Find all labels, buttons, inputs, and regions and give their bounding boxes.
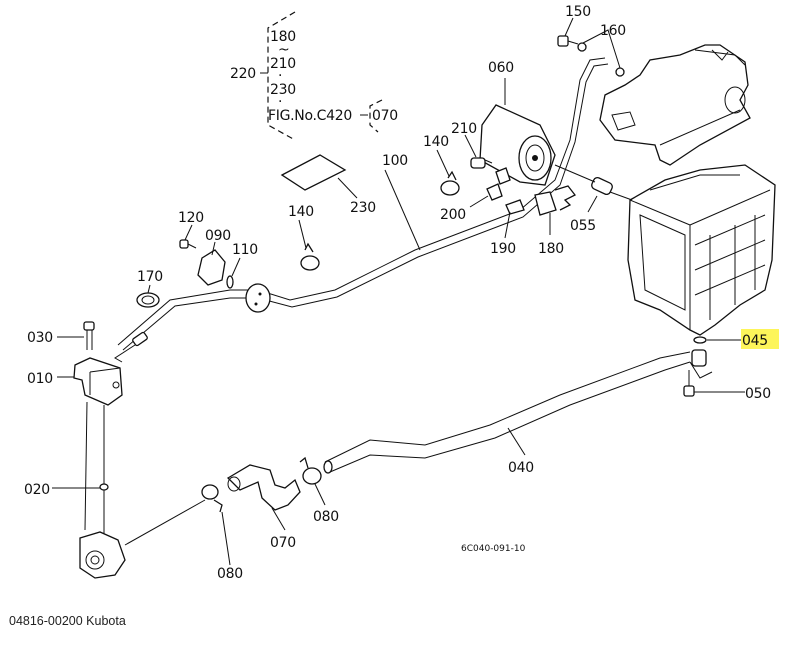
- part-150-bolt[interactable]: [557, 17, 579, 47]
- callout-210[interactable]: 210: [451, 121, 477, 137]
- part-190-sleeve[interactable]: [504, 199, 525, 239]
- kit-member-sep-2: ·: [278, 68, 282, 84]
- part-170-clamp[interactable]: [136, 284, 160, 308]
- callout-170[interactable]: 170: [137, 269, 163, 285]
- part-210-fitting[interactable]: [464, 134, 493, 169]
- transmission-case: [627, 164, 776, 336]
- part-050-bolt[interactable]: [683, 370, 745, 397]
- callout-150[interactable]: 150: [565, 4, 591, 20]
- pipe-manifold: [245, 283, 271, 313]
- callout-120[interactable]: 110: [232, 242, 258, 258]
- callout-020[interactable]: 020: [24, 482, 50, 498]
- part-030-bolt[interactable]: [57, 321, 95, 350]
- kit-group-220: 220 180 ~ 210 · 230 · FIG.No.C420 070: [230, 11, 398, 141]
- part-020-o-ring[interactable]: [52, 483, 109, 491]
- callout-045[interactable]: 045: [742, 333, 768, 349]
- callout-010[interactable]: 010: [27, 371, 53, 387]
- callout-230[interactable]: 230: [350, 200, 376, 216]
- part-130-bolt[interactable]: [179, 224, 197, 249]
- part-140-clamp-upper[interactable]: [436, 149, 460, 196]
- part-200-bracket[interactable]: [469, 167, 511, 208]
- drawing-code: 6C040-091-10: [461, 544, 526, 554]
- callout-110[interactable]: 090: [205, 228, 231, 244]
- callout-190[interactable]: 190: [490, 241, 516, 257]
- callout-200[interactable]: 200: [440, 207, 466, 223]
- part-090-clamp[interactable]: [201, 484, 231, 566]
- part-045-o-ring[interactable]: [693, 336, 745, 344]
- pump-pipes: [84, 401, 105, 535]
- callout-100[interactable]: 100: [382, 153, 408, 169]
- callout-060[interactable]: 060: [488, 60, 514, 76]
- part-number-caption: 04816-00200 Kubota: [9, 614, 126, 628]
- pipe-end-fitting: [114, 331, 148, 363]
- callout-070[interactable]: 070: [270, 535, 296, 551]
- callout-090[interactable]: 080: [217, 566, 243, 582]
- callout-055[interactable]: 055: [570, 218, 596, 234]
- part-040-pipe[interactable]: [323, 351, 691, 474]
- hydraulic-pump: [79, 499, 206, 579]
- part-100-pipe[interactable]: [117, 57, 609, 351]
- callout-220: 220: [230, 66, 256, 82]
- callout-130[interactable]: 120: [178, 210, 204, 226]
- part-070-hose[interactable]: [226, 464, 301, 531]
- part-230-sheet[interactable]: [280, 154, 358, 199]
- kit-member-sep-1: ~: [278, 42, 289, 58]
- kit-member-180: 180: [270, 29, 296, 45]
- part-010-valve-block[interactable]: [57, 357, 123, 406]
- callout-050[interactable]: 050: [745, 386, 771, 402]
- callout-140-upper[interactable]: 140: [423, 134, 449, 150]
- part-080-clamp[interactable]: [299, 456, 326, 506]
- part-110-block[interactable]: [197, 241, 226, 286]
- callout-140-middle[interactable]: 140: [288, 204, 314, 220]
- part-180-clip[interactable]: [534, 185, 576, 235]
- fig-reference: FIG.No.C420: [268, 108, 352, 124]
- part-140-clamp-middle[interactable]: [298, 219, 320, 271]
- parts-diagram: 220 180 ~ 210 · 230 · FIG.No.C420 070 23…: [24, 4, 779, 582]
- callout-030[interactable]: 030: [27, 330, 53, 346]
- engine-block: [599, 44, 751, 166]
- kit-member-230: 230: [270, 82, 296, 98]
- callout-040[interactable]: 040: [508, 460, 534, 476]
- kit-member-sep-3: ·: [278, 94, 282, 110]
- part-060-oil-filter[interactable]: [479, 78, 556, 186]
- callout-160[interactable]: 160: [600, 23, 626, 39]
- kit-member-210: 210: [270, 56, 296, 72]
- highlight-045: [741, 329, 779, 349]
- part-120-o-ring[interactable]: [226, 257, 241, 289]
- part-160-washers[interactable]: [577, 29, 625, 77]
- callout-180[interactable]: 180: [538, 241, 564, 257]
- part-055-fitting[interactable]: [554, 164, 633, 213]
- pipe-fitting-transmission: [689, 349, 713, 379]
- fig-reference-target: 070: [372, 108, 398, 124]
